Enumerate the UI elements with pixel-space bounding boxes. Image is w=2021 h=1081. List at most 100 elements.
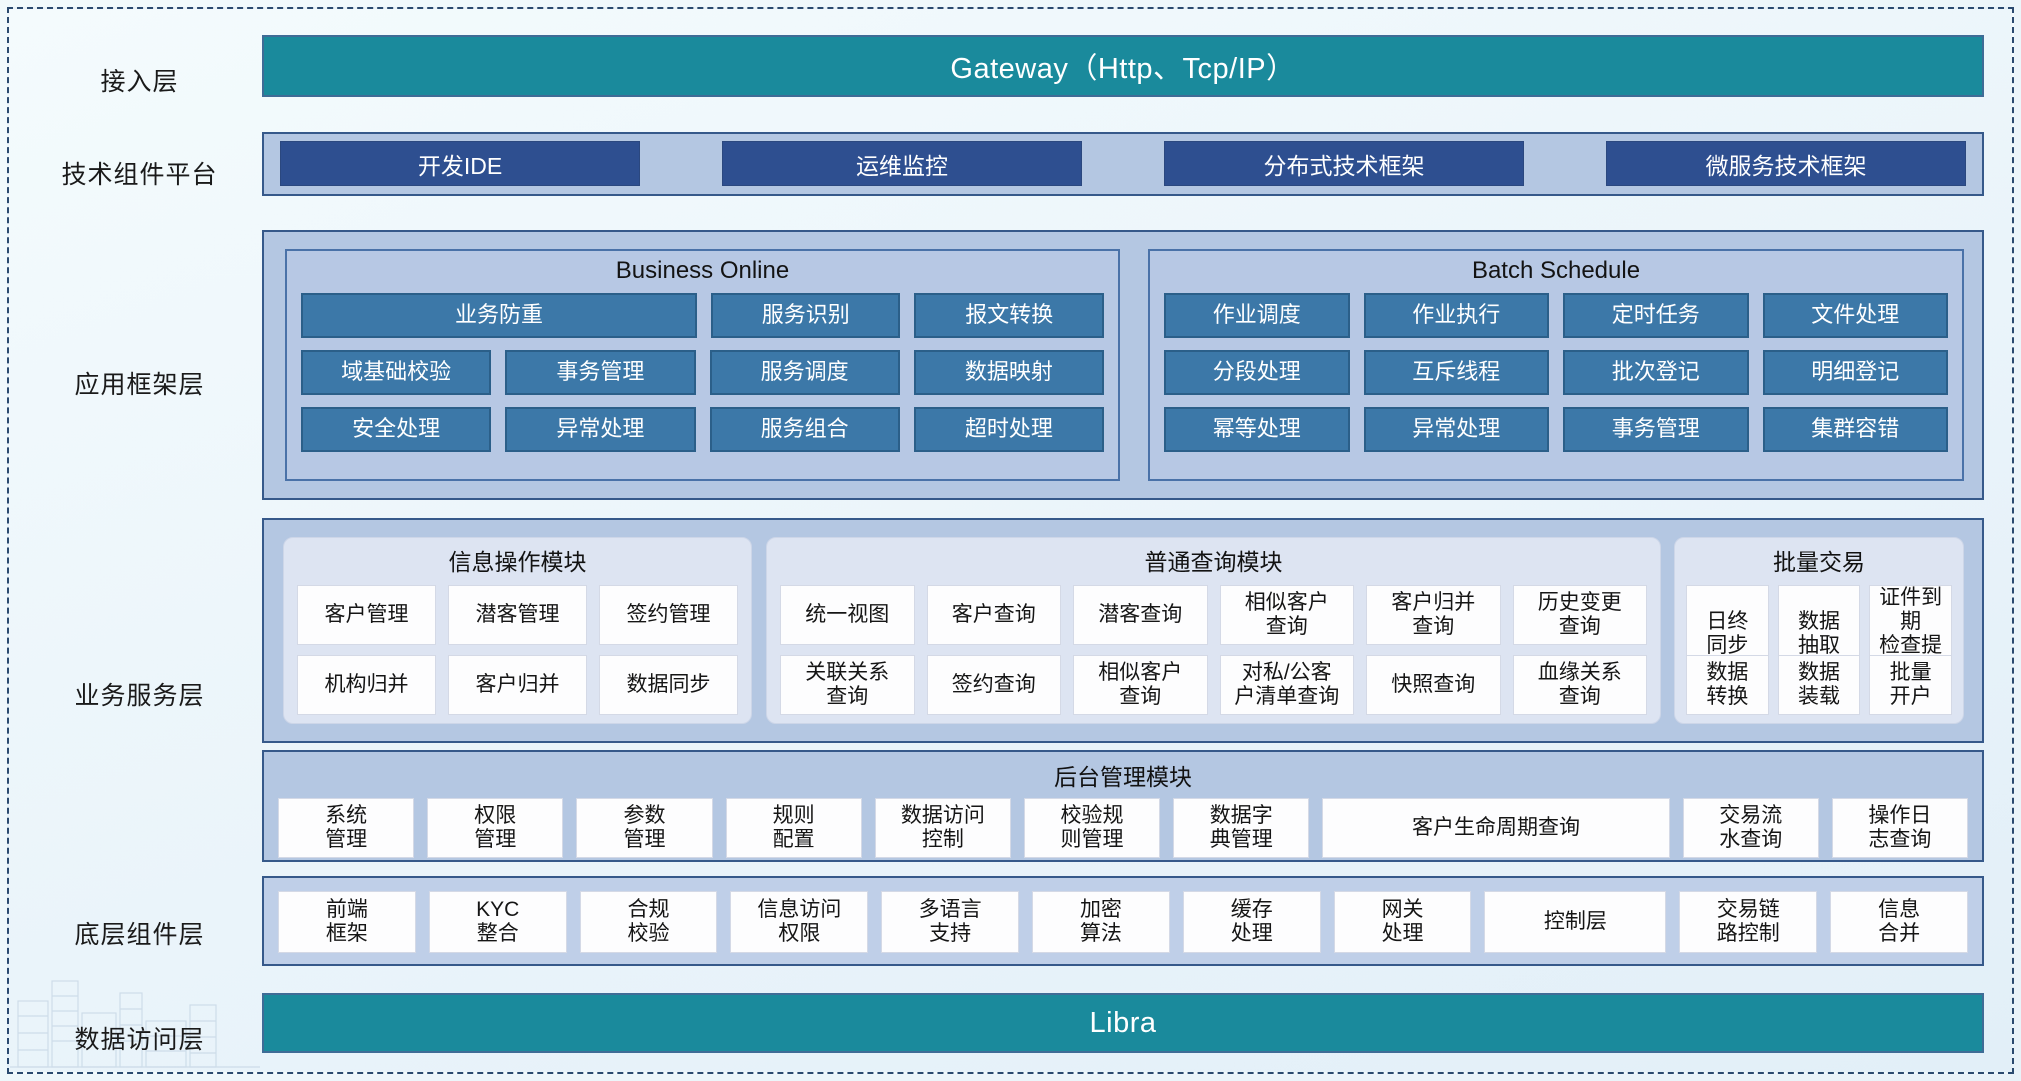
batch-schedule-chip-r1-2[interactable]: 作业执行 xyxy=(1363,293,1549,338)
batch-schedule-chip-r2-3[interactable]: 批次登记 xyxy=(1563,350,1749,395)
batch-schedule-row-3: 幂等处理异常处理事务管理集群容错 xyxy=(1164,407,1948,452)
batch-schedule-title: Batch Schedule xyxy=(1471,257,1641,284)
tech-platform-items: 开发IDE 运维监控 分布式技术框架 微服务技术框架 xyxy=(280,141,1966,187)
batch-schedule-chip-r3-4[interactable]: 集群容错 xyxy=(1762,407,1948,452)
business-online-row-2: 域基础校验事务管理服务调度数据映射 xyxy=(301,350,1104,395)
info-ops-panel: 信息操作模块 客户管理潜客管理签约管理 机构归并客户归并数据同步 xyxy=(283,537,752,724)
backend-admin-chip-1[interactable]: 系统管理 xyxy=(278,798,415,858)
batch-schedule-chip-r1-1[interactable]: 作业调度 xyxy=(1164,293,1350,338)
batch-schedule-row-2: 分段处理互斥线程批次登记明细登记 xyxy=(1164,350,1948,395)
batch-trade-chip-r2-3[interactable]: 批量开户 xyxy=(1869,655,1952,715)
libra-bar: Libra xyxy=(262,993,1984,1053)
backend-admin-chip-5[interactable]: 数据访问控制 xyxy=(874,798,1011,858)
business-service-band-lower: 后台管理模块 系统管理权限管理参数管理规则配置数据访问控制校验规则管理数据字典管… xyxy=(262,750,1984,862)
layer-label-access: 接入层 xyxy=(100,68,179,96)
info-ops-title: 信息操作模块 xyxy=(448,549,587,575)
backend-admin-items: 系统管理权限管理参数管理规则配置数据访问控制校验规则管理数据字典管理客户生命周期… xyxy=(278,798,1968,858)
batch-trade-row-2: 数据转换数据装载批量开户 xyxy=(1686,655,1952,715)
backend-admin-chip-9[interactable]: 交易流水查询 xyxy=(1682,798,1819,858)
base-component-chip-11[interactable]: 信息合并 xyxy=(1830,891,1968,953)
batch-schedule-chip-r2-4[interactable]: 明细登记 xyxy=(1762,350,1948,395)
common-query-chip-r2-3[interactable]: 相似客户查询 xyxy=(1073,655,1208,715)
business-online-chip-r3-1[interactable]: 安全处理 xyxy=(301,407,492,452)
gateway-bar: Gateway（Http、Tcp/IP） xyxy=(262,35,1984,97)
tech-chip-1[interactable]: 开发IDE xyxy=(280,141,640,186)
tech-chip-3[interactable]: 分布式技术框架 xyxy=(1164,141,1524,186)
backend-admin-chip-2[interactable]: 权限管理 xyxy=(427,798,564,858)
business-online-chip-r2-4[interactable]: 数据映射 xyxy=(913,350,1104,395)
common-query-chip-r2-6[interactable]: 血缘关系查询 xyxy=(1512,655,1647,715)
layer-label-app-framework: 应用框架层 xyxy=(74,371,205,399)
base-component-chip-6[interactable]: 加密算法 xyxy=(1032,891,1170,953)
base-component-chip-1[interactable]: 前端框架 xyxy=(278,891,416,953)
business-online-chip-r1-1[interactable]: 业务防重 xyxy=(301,293,697,338)
backend-admin-chip-8[interactable]: 客户生命周期查询 xyxy=(1322,798,1670,858)
common-query-chip-r1-3[interactable]: 潜客查询 xyxy=(1073,585,1208,645)
info-ops-row-2: 机构归并客户归并数据同步 xyxy=(297,655,738,715)
info-ops-chip-r2-1[interactable]: 机构归并 xyxy=(297,655,436,715)
backend-admin-chip-7[interactable]: 数据字典管理 xyxy=(1173,798,1310,858)
common-query-chip-r2-5[interactable]: 快照查询 xyxy=(1366,655,1501,715)
layer-label-data-access: 数据访问层 xyxy=(74,1026,205,1054)
batch-schedule-chip-r3-1[interactable]: 幂等处理 xyxy=(1164,407,1350,452)
business-online-group: Business Online 业务防重服务识别报文转换 域基础校验事务管理服务… xyxy=(285,249,1120,481)
common-query-chip-r1-4[interactable]: 相似客户查询 xyxy=(1219,585,1354,645)
business-online-chip-r3-2[interactable]: 异常处理 xyxy=(505,407,696,452)
common-query-chip-r2-4[interactable]: 对私/公客户清单查询 xyxy=(1219,655,1354,715)
business-online-chip-r1-3[interactable]: 报文转换 xyxy=(914,293,1104,338)
info-ops-chip-r1-3[interactable]: 签约管理 xyxy=(599,585,738,645)
backend-admin-chip-3[interactable]: 参数管理 xyxy=(576,798,713,858)
batch-schedule-chip-r3-2[interactable]: 异常处理 xyxy=(1363,407,1549,452)
common-query-chip-r2-1[interactable]: 关联关系查询 xyxy=(780,655,915,715)
batch-schedule-chip-r1-3[interactable]: 定时任务 xyxy=(1563,293,1749,338)
business-online-chip-r2-3[interactable]: 服务调度 xyxy=(709,350,900,395)
base-component-chip-8[interactable]: 网关处理 xyxy=(1333,891,1472,953)
backend-admin-chip-10[interactable]: 操作日志查询 xyxy=(1831,798,1968,858)
layer-label-business-service: 业务服务层 xyxy=(74,682,205,710)
tech-chip-2[interactable]: 运维监控 xyxy=(722,141,1082,186)
batch-schedule-chip-r3-3[interactable]: 事务管理 xyxy=(1563,407,1749,452)
batch-trade-chip-r2-2[interactable]: 数据装载 xyxy=(1777,655,1861,715)
batch-schedule-row-1: 作业调度作业执行定时任务文件处理 xyxy=(1164,293,1948,338)
layer-label-base-components: 底层组件层 xyxy=(74,921,205,949)
business-online-chip-r1-2[interactable]: 服务识别 xyxy=(710,293,901,338)
base-component-chip-5[interactable]: 多语言支持 xyxy=(881,891,1020,953)
info-ops-chip-r1-1[interactable]: 客户管理 xyxy=(297,585,436,645)
business-online-row-3: 安全处理异常处理服务组合超时处理 xyxy=(301,407,1104,452)
business-online-chip-r3-4[interactable]: 超时处理 xyxy=(913,407,1104,452)
batch-trade-row-1: 日终同步数据抽取证件到期检查提醒 xyxy=(1686,585,1952,684)
common-query-chip-r1-5[interactable]: 客户归并查询 xyxy=(1366,585,1501,645)
info-ops-chip-r2-2[interactable]: 客户归并 xyxy=(448,655,587,715)
common-query-chip-r1-1[interactable]: 统一视图 xyxy=(780,585,915,645)
base-component-chip-3[interactable]: 合规校验 xyxy=(579,891,718,953)
batch-schedule-chip-r1-4[interactable]: 文件处理 xyxy=(1762,293,1948,338)
tech-chip-4[interactable]: 微服务技术框架 xyxy=(1606,141,1966,186)
batch-schedule-chip-r2-2[interactable]: 互斥线程 xyxy=(1363,350,1549,395)
business-online-chip-r2-2[interactable]: 事务管理 xyxy=(505,350,696,395)
business-online-chip-r3-3[interactable]: 服务组合 xyxy=(709,407,900,452)
backend-admin-chip-6[interactable]: 校验规则管理 xyxy=(1023,798,1161,858)
batch-schedule-chip-r2-1[interactable]: 分段处理 xyxy=(1164,350,1350,395)
base-component-chip-9[interactable]: 控制层 xyxy=(1484,891,1667,953)
common-query-chip-r1-6[interactable]: 历史变更查询 xyxy=(1512,585,1647,645)
batch-schedule-group: Batch Schedule 作业调度作业执行定时任务文件处理 分段处理互斥线程… xyxy=(1148,249,1964,481)
base-component-chip-7[interactable]: 缓存处理 xyxy=(1182,891,1321,953)
backend-admin-title: 后台管理模块 xyxy=(1054,764,1192,790)
backend-admin-chip-4[interactable]: 规则配置 xyxy=(725,798,862,858)
info-ops-row-1: 客户管理潜客管理签约管理 xyxy=(297,585,738,645)
business-online-chip-r2-1[interactable]: 域基础校验 xyxy=(301,350,492,395)
batch-trade-chip-r2-1[interactable]: 数据转换 xyxy=(1686,655,1769,715)
business-online-title: Business Online xyxy=(615,257,790,284)
layer-label-tech-platform: 技术组件平台 xyxy=(61,161,218,189)
base-component-chip-4[interactable]: 信息访问权限 xyxy=(730,891,869,953)
base-component-chip-10[interactable]: 交易链路控制 xyxy=(1679,891,1818,953)
info-ops-chip-r1-2[interactable]: 潜客管理 xyxy=(448,585,587,645)
common-query-title: 普通查询模块 xyxy=(1144,549,1283,575)
info-ops-chip-r2-3[interactable]: 数据同步 xyxy=(599,655,738,715)
common-query-chip-r1-2[interactable]: 客户查询 xyxy=(926,585,1061,645)
common-query-chip-r2-2[interactable]: 签约查询 xyxy=(926,655,1061,715)
